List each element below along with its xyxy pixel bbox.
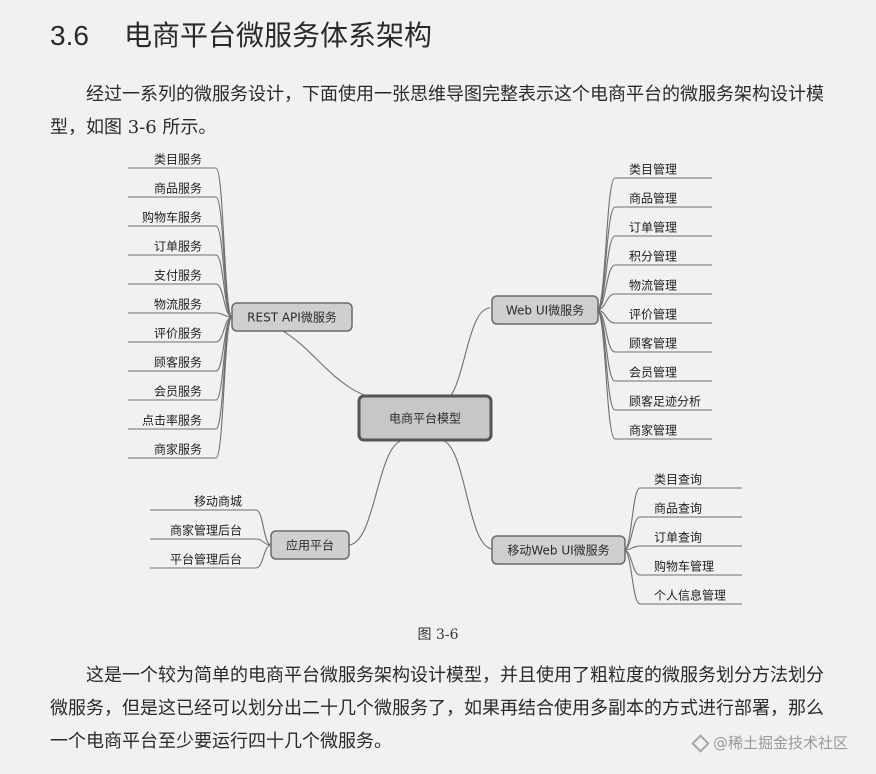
rest-api-leaf-8: 会员服务: [154, 384, 202, 399]
app-platform-node-box: [270, 530, 350, 560]
web-ui-node-label: Web UI微服务: [506, 303, 584, 318]
web-ui-leaf-1: 商品管理: [629, 191, 677, 206]
rest-api-leaf-7: 顾客服务: [154, 355, 202, 370]
web-ui-leaf-8: 顾客足迹分析: [629, 394, 701, 409]
watermark: @稀土掘金技术社区: [691, 732, 849, 753]
mobile-web-ui-leaf-1: 商品查询: [654, 501, 702, 516]
rest-api-leaf-6: 评价服务: [154, 326, 202, 341]
app-platform-connector-0: [255, 509, 272, 546]
mobile-web-ui-leaf-2: 订单查询: [654, 531, 702, 545]
intro-paragraph: 经过一系列的微服务设计，下面使用一张思维导图完整表示这个电商平台的微服务架构设计…: [50, 84, 824, 138]
rest-api-leaf-9: 点击率服务: [142, 413, 202, 428]
web-ui-leaf-9: 商家管理: [629, 423, 677, 438]
mobile-web-ui-leaf-3: 购物车管理: [654, 559, 714, 574]
web-ui-connector-3: [596, 264, 616, 311]
rest-api-leaf-2: 购物车服务: [142, 210, 202, 225]
rest-api-leaf-0: 类目服务: [154, 152, 202, 167]
app-platform-leaf-0: 移动商城: [194, 494, 242, 509]
spoke-web-ui: [439, 307, 491, 404]
rest-api-leaf-3: 订单服务: [154, 239, 202, 254]
rest-api-node-label: REST API微服务: [247, 310, 337, 325]
web-ui-leaf-5: 评价管理: [629, 307, 677, 322]
web-ui-connector-8: [596, 309, 616, 411]
web-ui-node-box: [491, 295, 599, 325]
web-ui-connector-4: [596, 293, 616, 311]
mobile-web-ui-node-label: 移动Web UI微服务: [507, 543, 609, 558]
rest-api-leaf-10: 商家服务: [154, 442, 202, 457]
app-platform-leaf-1: 商家管理后台: [170, 523, 242, 538]
web-ui-connector-9: [596, 309, 616, 440]
web-ui-leaf-6: 顾客管理: [629, 336, 677, 351]
web-ui-leaf-0: 类目管理: [629, 162, 677, 177]
rest-api-leaf-1: 商品服务: [154, 181, 202, 196]
mobile-web-ui-connector-3: [623, 549, 641, 576]
section-number: 3.6: [50, 20, 89, 51]
figure-caption: 图 3-6: [417, 627, 459, 643]
app-platform-leaf-2: 平台管理后台: [170, 552, 242, 567]
watermark-text: @稀土掘金技术社区: [713, 734, 849, 752]
center-node-label: 电商平台模型: [389, 411, 461, 426]
web-ui-leaf-7: 会员管理: [629, 365, 677, 380]
closing-paragraph: 这是一个较为简单的电商平台微服务架构设计模型，并且使用了粗粒度的微服务划分方法划…: [50, 665, 824, 752]
mobile-web-ui-leaf-0: 类目查询: [654, 473, 702, 487]
mobile-web-ui-connector-4: [623, 549, 641, 605]
spoke-app-platform: [347, 439, 406, 546]
web-ui-leaf-3: 积分管理: [629, 249, 677, 264]
section-heading: 3.6 电商平台微服务体系架构: [50, 14, 432, 54]
mobile-web-ui-connector-1: [623, 516, 641, 551]
section-title: 电商平台微服务体系架构: [124, 19, 433, 52]
mobile-web-ui-node-box: [491, 535, 626, 565]
mobile-web-ui-leaf-4: 个人信息管理: [654, 588, 726, 603]
center-node-box: [357, 394, 493, 442]
web-ui-leaf-2: 订单管理: [629, 220, 677, 235]
rest-api-connector-10: [215, 316, 233, 459]
web-ui-leaf-4: 物流管理: [629, 278, 677, 293]
rest-api-node-box: [231, 302, 353, 332]
rest-api-connector-0: [215, 167, 233, 318]
juejin-logo-icon: [691, 734, 710, 753]
app-platform-node-label: 应用平台: [286, 538, 334, 553]
rest-api-leaf-5: 物流服务: [154, 297, 202, 312]
rest-api-connector-9: [215, 316, 233, 430]
spoke-mobile-web-ui: [439, 439, 494, 550]
rest-api-leaf-4: 支付服务: [154, 268, 202, 283]
app-platform-connector-2: [255, 544, 272, 569]
rest-api-connector-4: [215, 283, 233, 318]
